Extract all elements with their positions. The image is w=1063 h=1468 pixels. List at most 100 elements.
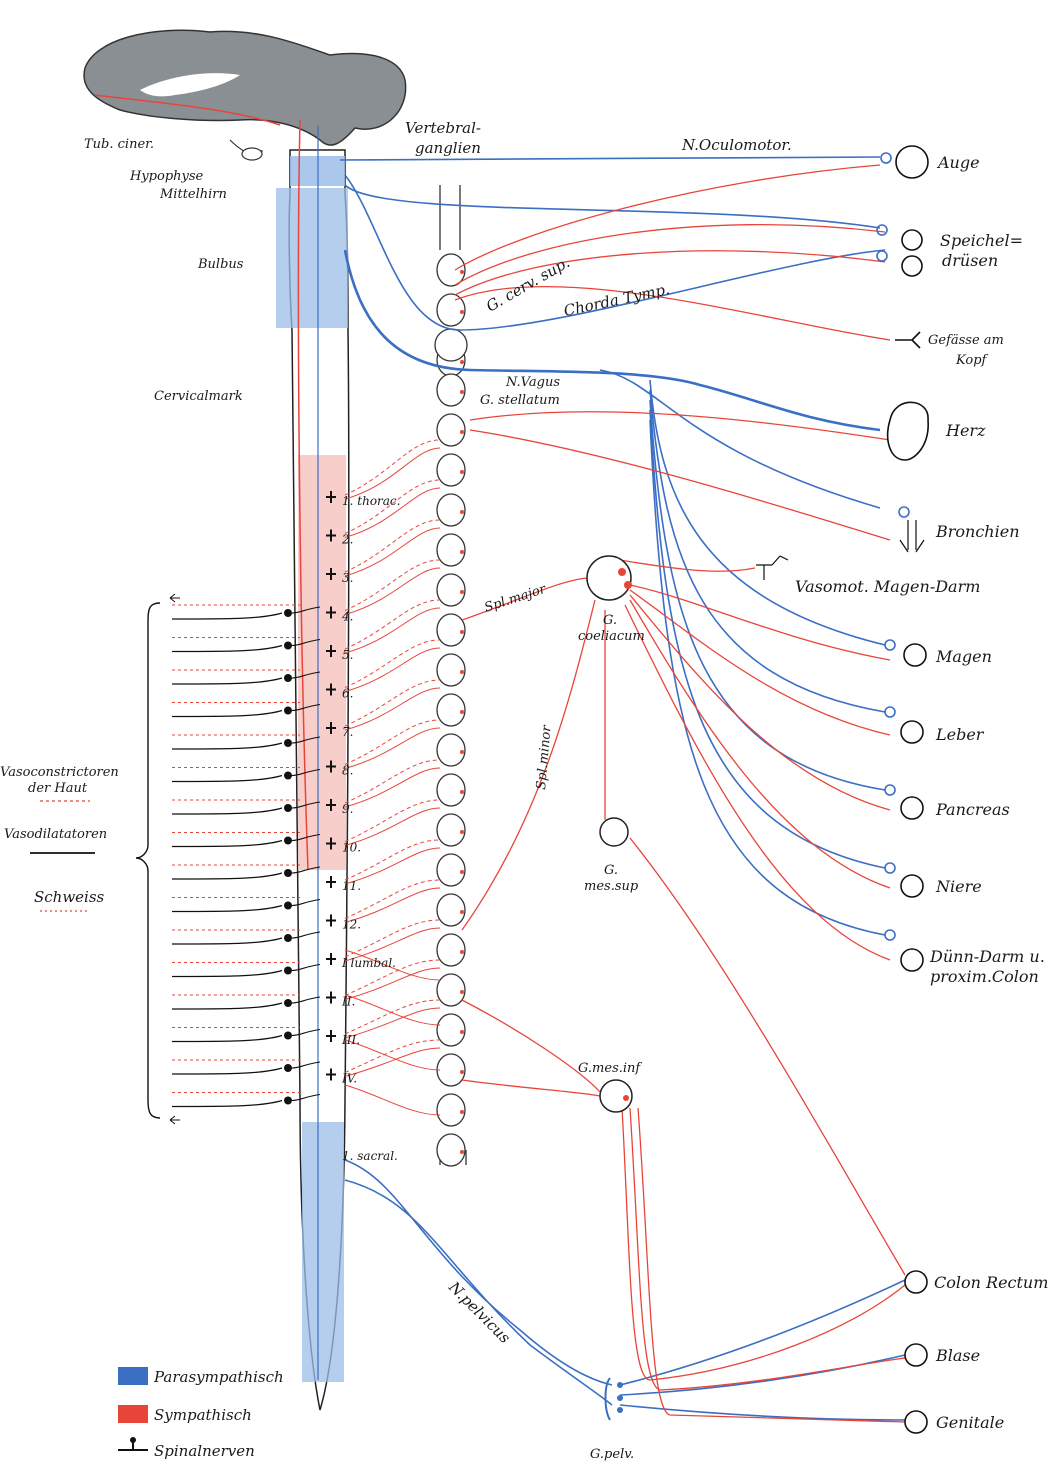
legend-spinalnerven-dot xyxy=(130,1437,136,1443)
magen-ganglion xyxy=(884,639,896,651)
symp-magen-path xyxy=(629,584,891,661)
skin-fiber-black xyxy=(171,677,283,685)
symp-leber-path xyxy=(629,589,891,736)
skin-fiber-black xyxy=(171,1067,283,1075)
speichel-ganglion-1 xyxy=(876,224,888,236)
skin-fiber-link xyxy=(291,898,321,907)
pelv-blase-path xyxy=(619,1354,906,1396)
chain-ganglion xyxy=(436,813,466,847)
skin-fiber-black xyxy=(171,1034,283,1043)
skin-fiber-link xyxy=(291,768,321,777)
spinal-root-mark xyxy=(326,991,336,1004)
label-magen: Magen xyxy=(935,647,992,666)
legend-sympathisch: Sympathisch xyxy=(154,1406,252,1424)
skin-fiber-black xyxy=(171,969,283,978)
segment-label: 7. xyxy=(342,725,353,739)
label-duenn-1: Dünn-Darm u. xyxy=(929,947,1045,966)
segment-label: 2. xyxy=(341,533,353,547)
skin-fiber-black xyxy=(171,839,283,848)
preganglionic-fiber xyxy=(344,639,441,688)
postganglionic-fiber xyxy=(344,927,441,962)
preganglionic-fiber xyxy=(344,999,441,1035)
skin-fiber-link xyxy=(291,931,321,939)
label-tub-ciner: Tub. ciner. xyxy=(84,137,154,152)
label-vasomot: Vasomot. Magen-Darm xyxy=(795,577,980,596)
postganglionic-fiber xyxy=(344,1047,441,1077)
g-coeliacum-dot xyxy=(618,568,626,576)
chain-ganglion-dot xyxy=(460,710,464,714)
skin-fiber-node xyxy=(284,739,292,747)
skin-fiber-node xyxy=(284,901,292,910)
vagus-leber-path xyxy=(649,389,886,713)
chain-ganglion xyxy=(436,1133,466,1167)
label-g-mes-sup-2: mes.sup xyxy=(584,879,639,894)
spl-minor-path xyxy=(461,599,596,931)
g-pelv xyxy=(604,1377,611,1421)
organs xyxy=(756,145,929,1434)
label-speichel-1: Speichel= xyxy=(940,231,1023,250)
postganglionic-fiber xyxy=(344,687,441,731)
chain-ganglion-dot xyxy=(460,550,464,554)
n-vagus-herz-path xyxy=(343,249,881,432)
genitale-organ xyxy=(904,1410,928,1434)
chain-top xyxy=(439,185,461,250)
spinal-root-mark xyxy=(326,876,336,888)
chain-ganglion-dot xyxy=(460,750,464,754)
preganglionic-fiber xyxy=(344,839,441,881)
chain-ganglion-dot xyxy=(460,590,464,594)
label-g-pelv: G.pelv. xyxy=(590,1447,634,1462)
label-g-mes-inf: G.mes.inf xyxy=(578,1061,642,1076)
g-mes-sup xyxy=(599,817,629,847)
chain-ganglion xyxy=(436,853,466,887)
label-n-vagus: N.Vagus xyxy=(505,375,560,390)
label-g-mes-sup-1: G. xyxy=(604,863,618,878)
chain-ganglion-dot xyxy=(460,310,464,314)
ganglia xyxy=(586,555,633,1421)
preganglionic-fiber xyxy=(344,559,441,611)
label-vasodilatatoren: Vasodilatatoren xyxy=(4,827,107,842)
label-gefaesse-1: Gefässe am xyxy=(928,333,1004,348)
label-bulbus: Bulbus xyxy=(197,257,244,272)
label-bronchien: Bronchien xyxy=(935,522,1020,541)
spinal-root-mark xyxy=(326,837,336,850)
postganglionic-fiber xyxy=(344,887,441,923)
chain-ganglion xyxy=(436,1013,466,1047)
mesinf-colon-path xyxy=(621,1107,906,1381)
legend-spinalnerven: Spinalnerven xyxy=(154,1442,255,1460)
lumbar-fiber xyxy=(344,1084,441,1116)
vagus-niere-path xyxy=(649,409,886,869)
label-cervicalmark: Cervicalmark xyxy=(154,389,243,404)
legend-sympathisch-swatch xyxy=(118,1405,148,1423)
mesinf-genitale-path xyxy=(637,1107,906,1423)
bronchien-ganglion xyxy=(898,506,910,518)
n-pelvicus-path-2 xyxy=(344,1179,613,1406)
spinal-cord xyxy=(276,119,350,1411)
n-pelvicus-path xyxy=(344,1159,613,1386)
skin-fiber-link xyxy=(291,606,321,614)
g-pelv-dot xyxy=(617,1382,623,1388)
chain-mesinf-path-2 xyxy=(461,1079,601,1097)
leber-ganglion xyxy=(884,706,896,718)
spl-major-path xyxy=(461,577,589,621)
auge-organ xyxy=(895,145,929,179)
chain-ganglion xyxy=(436,493,466,527)
label-vasoconstrictoren-2: der Haut xyxy=(28,781,88,796)
postganglionic-fiber xyxy=(344,647,441,692)
skin-fiber-black xyxy=(171,742,283,750)
label-schweiss: Schweiss xyxy=(34,888,105,906)
duenndarm-ganglion xyxy=(884,929,896,941)
chain-ganglion-dot xyxy=(460,870,464,874)
skin-fiber-black xyxy=(171,872,283,880)
chain-ganglion-dot xyxy=(460,360,464,364)
segment-labels: 1. thorac.2.3.4.5.6.7.8.9.10.11.12.I lum… xyxy=(326,491,400,1163)
chorda-tymp-path xyxy=(344,174,886,331)
label-leber: Leber xyxy=(935,725,985,744)
g-mes-inf-dot xyxy=(623,1095,629,1101)
label-spl-minor: Spl.minor xyxy=(534,724,555,790)
chain-ganglion-dot xyxy=(460,670,464,674)
speichel-organ-2 xyxy=(901,255,923,277)
chain-ganglion xyxy=(436,413,466,447)
symp-duenndarm-path xyxy=(624,604,891,961)
spinal-root-mark xyxy=(326,953,336,965)
